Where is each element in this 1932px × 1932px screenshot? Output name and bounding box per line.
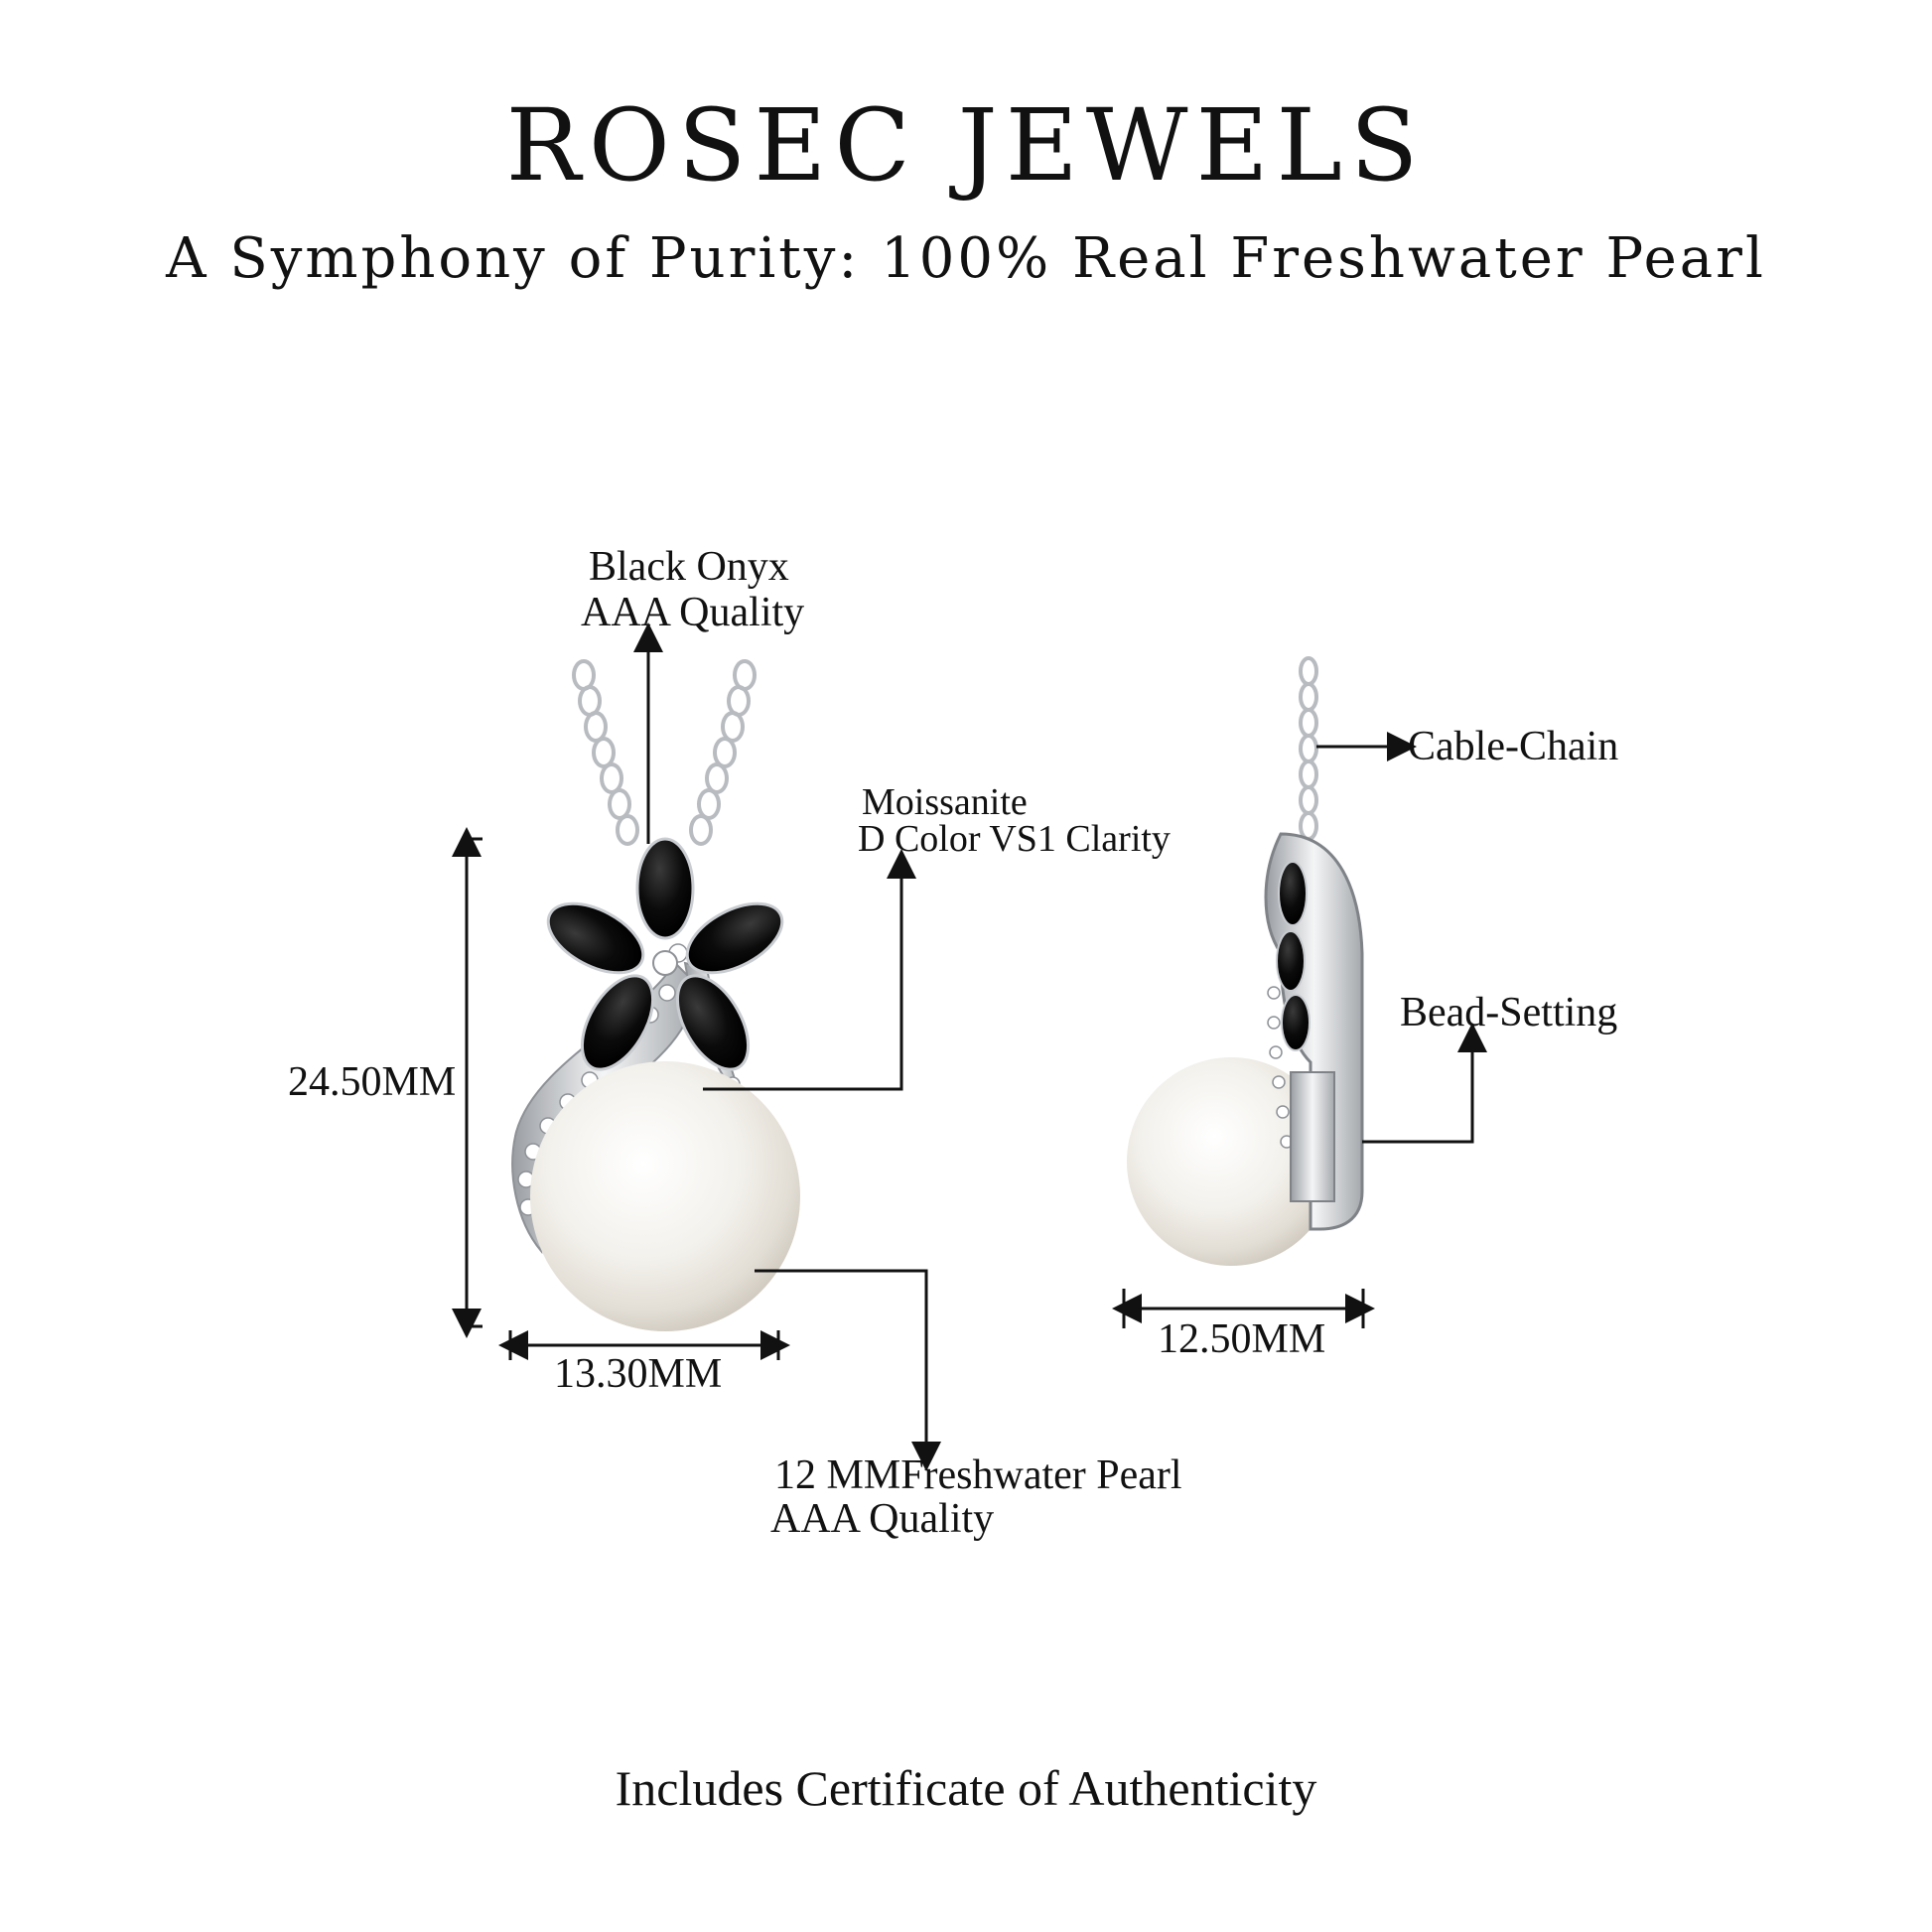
front-annotations (452, 622, 941, 1471)
front-pearl (530, 1061, 800, 1331)
side-gallery (1290, 1071, 1335, 1202)
label-black-onyx: Black Onyx (589, 544, 789, 590)
front-center-stone (652, 950, 678, 976)
tagline: A Symphony of Purity: 100% Real Freshwat… (166, 226, 1766, 291)
label-cable-chain: Cable-Chain (1408, 724, 1619, 769)
side-onyx-stones (1276, 861, 1311, 1051)
label-height: 24.50MM (288, 1059, 457, 1105)
label-moissanite: Moissanite (862, 781, 1028, 823)
label-front-width: 13.30MM (554, 1351, 723, 1397)
front-chain (572, 659, 757, 846)
label-side-width: 12.50MM (1158, 1316, 1326, 1362)
label-pearl-size: 12 MMFreshwater Pearl (774, 1452, 1182, 1498)
brand-title: ROSEC JEWELS (505, 87, 1427, 204)
footer-note: Includes Certificate of Authenticity (615, 1760, 1317, 1816)
front-onyx-flower (546, 837, 784, 1071)
side-annotations (1112, 732, 1487, 1328)
side-chain (1299, 656, 1318, 841)
label-moissanite-grade: D Color VS1 Clarity (858, 818, 1171, 860)
label-pearl-quality: AAA Quality (770, 1496, 995, 1542)
label-onyx-quality: AAA Quality (581, 590, 805, 635)
label-bead-setting: Bead-Setting (1400, 990, 1618, 1035)
